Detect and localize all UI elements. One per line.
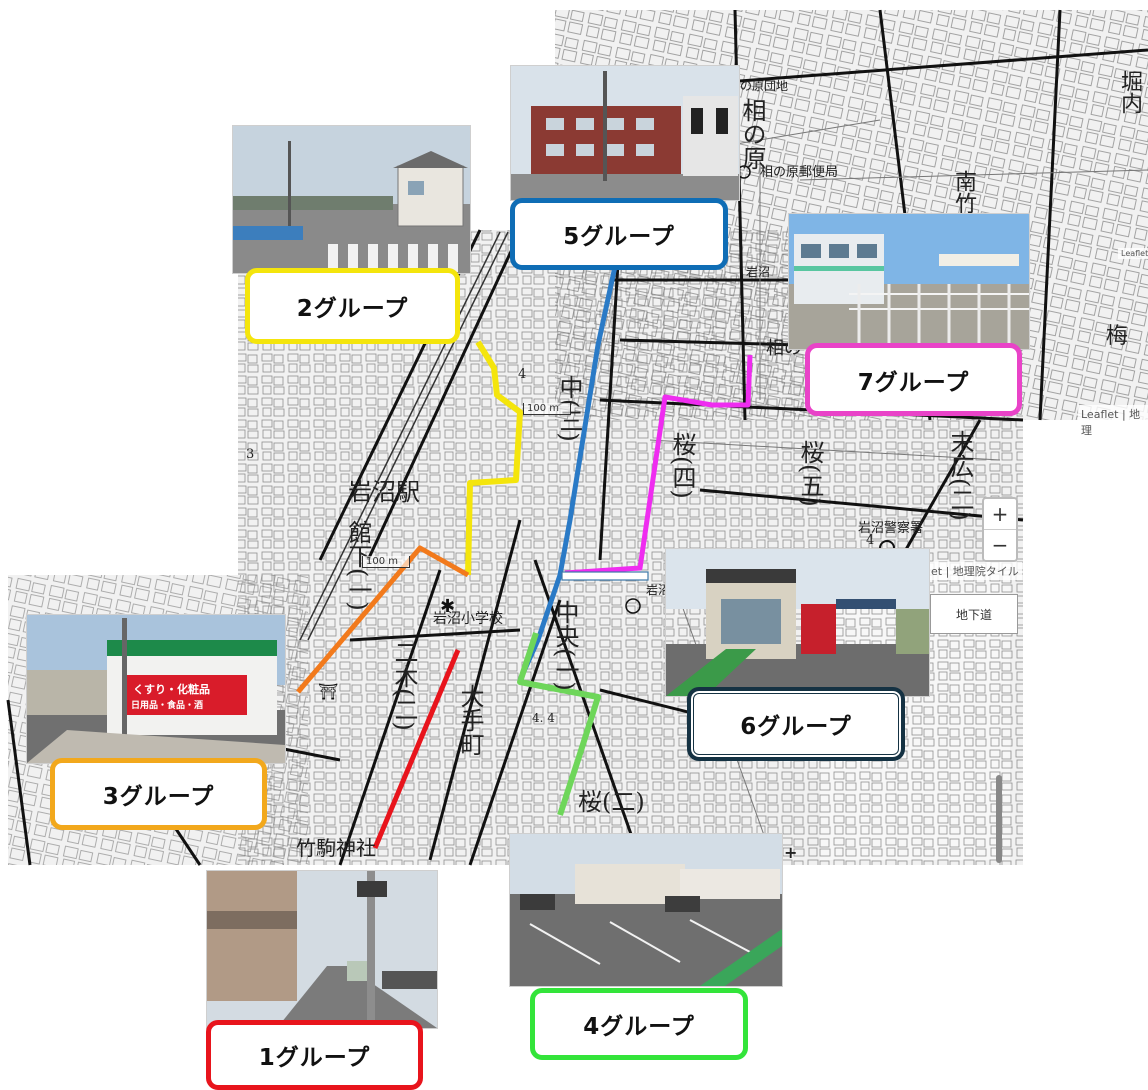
zoom-control[interactable]: + − <box>982 497 1018 562</box>
route-red <box>372 649 461 849</box>
photo-group-1 <box>206 870 438 1029</box>
label-minamitake: 南竹 <box>951 170 976 214</box>
label-chuo: 中央(一) <box>551 600 579 691</box>
label-iwanuma-right: 岩沼 <box>646 583 671 597</box>
label-takekoma-shrine: 竹駒神社 <box>296 836 376 860</box>
label-nihongi: 二木(二) <box>390 640 418 731</box>
zoom-in-small-button[interactable]: + <box>784 843 798 862</box>
route-yellow <box>465 340 523 576</box>
label-horiuchi: 堀内 <box>1117 70 1142 114</box>
label-number-4b: 4 <box>866 533 875 548</box>
underpass-box: 地下道 <box>930 594 1018 634</box>
store-sign-text-2: 日用品・食品・酒 <box>131 701 204 711</box>
group-label-5: 5グループ <box>510 198 728 270</box>
label-iwanuma-station: 岩沼駅 <box>348 478 420 506</box>
leaflet-small-label: Leaflet <box>1118 248 1148 259</box>
label-number-3: 3 <box>246 447 255 462</box>
label-aionohara-danchi: の原団地 <box>740 79 789 93</box>
label-umezawa: 梅 <box>1106 324 1129 349</box>
label-iwanuma-school: 岩沼小学校 <box>433 611 503 627</box>
route-green <box>517 632 601 816</box>
photo-group-4 <box>509 833 783 987</box>
label-number-44: 4. 4 <box>532 711 555 725</box>
zoom-out-button[interactable]: − <box>984 529 1016 560</box>
attribution-1[interactable]: Leaflet | 地理 <box>1078 405 1148 439</box>
photo-group-5 <box>510 65 740 201</box>
group-label-4: 4グループ <box>530 988 748 1060</box>
label-sakura5: 桜(五) <box>796 440 824 507</box>
route-orange <box>296 545 470 694</box>
label-police: 岩沼警察署 <box>858 521 924 536</box>
group-label-2: 2グループ <box>245 268 460 344</box>
label-sakura2: 桜(二) <box>578 788 645 816</box>
label-suehiro: 末広(二) <box>946 430 974 521</box>
label-aionohara-post: 相の原郵便局 <box>760 165 839 180</box>
route-blue <box>517 261 619 682</box>
store-sign-text: くすり・化粧品 <box>133 683 210 696</box>
attribution-2[interactable]: et | 地理院タイル <box>928 562 1022 580</box>
label-otemachi: 大手町 <box>456 684 484 756</box>
label-sakura4: 桜(四) <box>668 432 696 499</box>
svg-text:✱: ✱ <box>440 596 455 617</box>
group-label-1: 1グループ <box>206 1020 423 1090</box>
photo-group-3: くすり・化粧品 日用品・食品・酒 <box>26 614 286 764</box>
photo-group-6 <box>665 548 930 697</box>
label-aionohara: 相の原 <box>738 98 766 170</box>
scale-bar-1: 100 m <box>523 403 571 415</box>
group-label-3: 3グループ <box>50 758 267 830</box>
photo-group-2 <box>232 125 471 274</box>
route-magenta <box>564 354 753 576</box>
label-iwanuma-small: 岩沼 <box>746 265 771 279</box>
group-label-7: 7グループ <box>805 343 1022 416</box>
zoom-in-button[interactable]: + <box>991 502 1009 526</box>
photo-group-7 <box>788 213 1030 350</box>
label-number-4a: 4 <box>518 367 527 382</box>
map-scrollbar[interactable] <box>996 775 1002 863</box>
scale-bar-2: 100 m <box>362 556 410 568</box>
svg-text:⛩: ⛩ <box>318 682 338 701</box>
group-label-6: 6グループ <box>687 687 905 761</box>
